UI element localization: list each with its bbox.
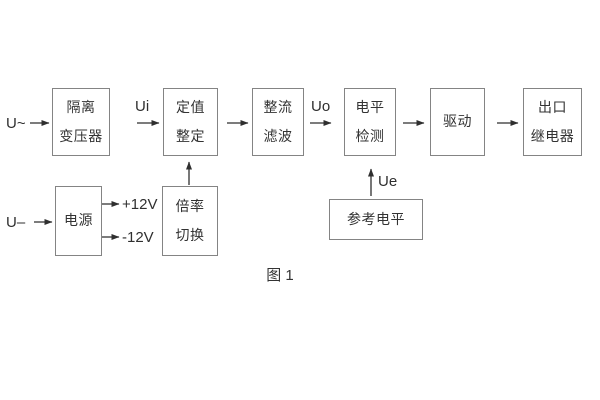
- block-power-supply: 电源: [55, 186, 102, 256]
- signal-label-ui: Ui: [135, 98, 150, 115]
- block-level-detection: 电平 检测: [344, 88, 396, 156]
- rail-label-minus12v: -12V: [122, 229, 154, 246]
- block-driver-line1: 驱动: [443, 113, 472, 130]
- block-ratio-switch-line2: 切换: [175, 226, 205, 243]
- block-setting-adjustment-line2: 整定: [176, 127, 205, 144]
- block-reference-level-line1: 参考电平: [347, 210, 405, 227]
- block-power-supply-line1: 电源: [64, 212, 93, 229]
- block-setting-adjustment-line1: 定值: [176, 99, 205, 116]
- input-label-ac: U~: [6, 115, 26, 132]
- figure-caption: 图 1: [266, 267, 294, 284]
- block-level-detection-line2: 检测: [355, 127, 385, 144]
- block-output-relay-line1: 出口: [538, 99, 567, 116]
- block-ratio-switch: 倍率 切换: [162, 186, 218, 256]
- block-rectifier-filter: 整流 滤波: [252, 88, 304, 156]
- block-driver: 驱动: [430, 88, 485, 156]
- block-rectifier-filter-line1: 整流: [263, 99, 293, 116]
- block-rectifier-filter-line2: 滤波: [263, 127, 293, 144]
- block-output-relay: 出口 继电器: [523, 88, 582, 156]
- input-label-dc: U–: [6, 214, 26, 231]
- signal-label-uo: Uo: [311, 98, 331, 115]
- block-setting-adjustment: 定值 整定: [163, 88, 218, 156]
- block-output-relay-line2: 继电器: [530, 127, 575, 144]
- rail-label-plus12v: +12V: [122, 196, 158, 213]
- block-level-detection-line1: 电平: [355, 99, 385, 116]
- block-isolation-transformer: 隔离 变压器: [52, 88, 110, 156]
- block-isolation-transformer-line2: 变压器: [59, 127, 103, 144]
- block-isolation-transformer-line1: 隔离: [66, 99, 96, 116]
- block-reference-level: 参考电平: [329, 199, 423, 240]
- block-ratio-switch-line1: 倍率: [175, 198, 205, 215]
- signal-label-ue: Ue: [378, 173, 398, 190]
